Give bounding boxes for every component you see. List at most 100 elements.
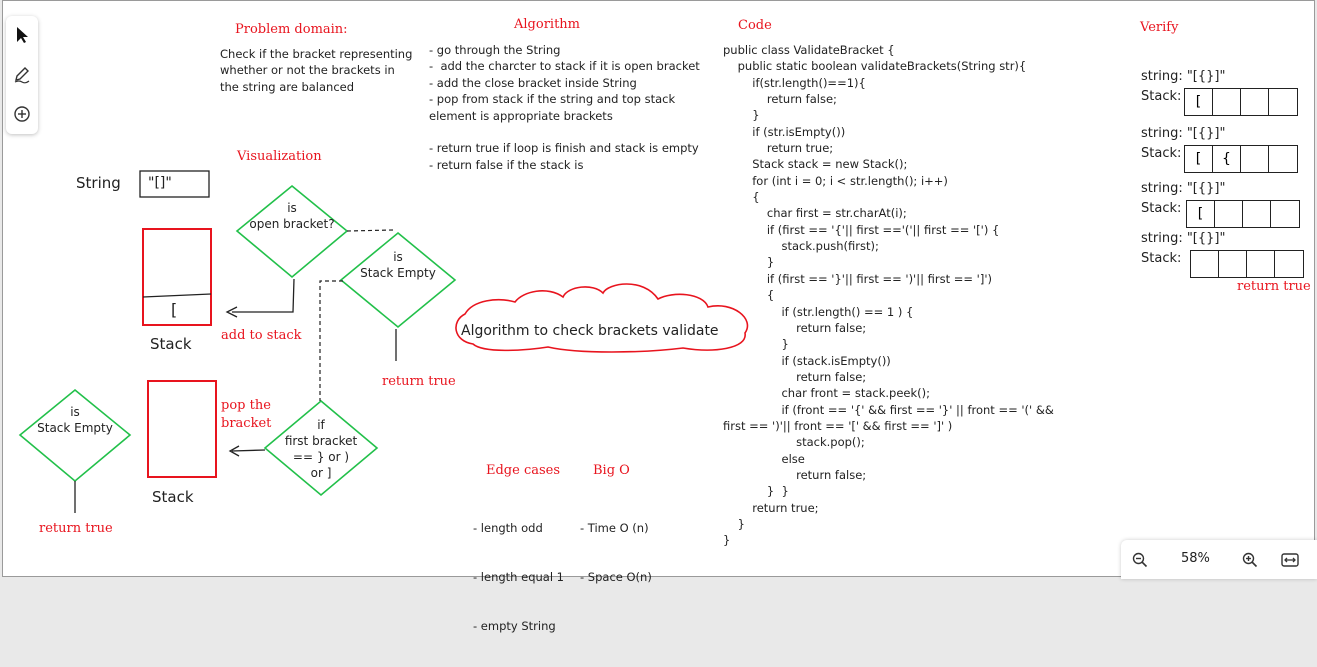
verify-stack-cell [1213, 89, 1241, 115]
stack-label-2: Stack [152, 488, 194, 506]
cursor-icon[interactable] [6, 19, 38, 51]
algorithm-heading: Algorithm [514, 17, 580, 32]
return-true-label-2: return true [39, 521, 113, 536]
arrow-add-to-stack [232, 278, 295, 313]
problem-domain-heading: Problem domain: [235, 22, 348, 37]
visualization-heading: Visualization [237, 149, 322, 164]
code-line: for (int i = 0; i < str.length(); i++) [723, 173, 948, 188]
pop-label-line2: bracket [221, 416, 272, 431]
verify-string-label: string: "[{}]" [1141, 181, 1226, 196]
verify-stack-row [1190, 250, 1304, 278]
verify-stack-cell [1269, 146, 1297, 172]
verify-stack-cell [1243, 201, 1271, 227]
cloud-text: Algorithm to check brackets validate [461, 323, 719, 339]
string-box [139, 170, 210, 198]
whiteboard-canvas[interactable]: Problem domain: Algorithm Code Verify Vi… [2, 0, 1315, 633]
code-line: return false; [723, 369, 867, 384]
verify-stack-cell [1241, 89, 1269, 115]
verify-stack-label: Stack: [1141, 251, 1182, 266]
diamond-open-text: is open bracket? [249, 201, 335, 231]
pop-label-line1: pop the [221, 398, 271, 413]
verify-stack-label: Stack: [1141, 146, 1182, 161]
code-line: return true; [723, 500, 819, 515]
verify-stack-cell [1215, 201, 1243, 227]
fit-width-icon[interactable] [1278, 548, 1302, 572]
code-line: return false; [723, 320, 867, 335]
code-line: } [723, 516, 745, 531]
problem-description: Check if the bracket representing whethe… [220, 47, 413, 94]
verify-stack-cell: { [1213, 146, 1241, 172]
diamond-empty-1-text: is Stack Empty [360, 250, 436, 280]
string-label: String [76, 174, 121, 192]
verify-stack-row: [{ [1184, 145, 1298, 173]
code-line: return false; [723, 467, 867, 482]
verify-stack-row: [ [1184, 88, 1298, 116]
diamond-first-text: if first bracket == } or ) or ] [284, 418, 358, 480]
code-line: first == ')'|| front == '[' && first == … [723, 418, 953, 433]
big-o-item: - Time O (n) [580, 520, 649, 535]
code-line: if (first == '{'|| first =='('|| first =… [723, 222, 1000, 237]
verify-stack-cell [1241, 146, 1269, 172]
verify-string-label: string: "[{}]" [1141, 126, 1226, 141]
return-true-label-1: return true [382, 374, 456, 389]
verify-string-label: string: "[{}]" [1141, 69, 1226, 84]
verify-stack-cell [1269, 89, 1297, 115]
edge-case-item: - empty String [473, 619, 556, 634]
verify-stack-cell [1247, 251, 1275, 277]
code-line: } [723, 108, 760, 123]
code-heading: Code [738, 18, 772, 33]
code-line: stack.push(first); [723, 239, 879, 254]
code-line: char first = str.charAt(i); [723, 206, 907, 221]
verify-stack-row: [ [1186, 200, 1300, 228]
code-line: public static boolean validateBrackets(S… [723, 59, 1027, 74]
code-line: } [723, 255, 775, 270]
code-line: char front = stack.peek(); [723, 386, 930, 401]
stack-label-1: Stack [150, 335, 192, 353]
big-o-heading: Big O [593, 463, 630, 478]
stack-content: [ [171, 300, 178, 319]
code-line: if (str.length() == 1 ) { [723, 304, 914, 319]
code-block: public class ValidateBracket { public st… [723, 42, 1054, 549]
edge-cases-heading: Edge cases [486, 463, 561, 478]
verify-stack-cell: [ [1185, 89, 1213, 115]
code-line: if (stack.isEmpty()) [723, 353, 891, 368]
verify-stack-label: Stack: [1141, 89, 1182, 104]
code-line: stack.pop(); [723, 435, 865, 450]
edge-case-item: - length odd [473, 520, 543, 535]
code-line: { [723, 288, 775, 303]
code-line: if(str.length()==1){ [723, 75, 866, 90]
zoom-out-icon[interactable] [1128, 548, 1152, 572]
verify-heading: Verify [1140, 20, 1179, 35]
diamond-first-bracket [263, 399, 379, 497]
code-line: } [723, 533, 731, 548]
code-line: if (first == '}'|| first == ')'|| first … [723, 271, 992, 286]
code-line: else [723, 451, 805, 466]
code-line: } } [723, 484, 789, 499]
zoom-in-icon[interactable] [1238, 548, 1262, 572]
code-line: return false; [723, 92, 837, 107]
add-circle-icon[interactable] [6, 98, 38, 130]
code-line: Stack stack = new Stack(); [723, 157, 908, 172]
cloud-shape [455, 283, 749, 353]
diamond-stack-empty-1 [339, 231, 457, 329]
zoom-level[interactable]: 58% [1181, 551, 1210, 566]
pen-icon[interactable] [6, 59, 38, 91]
stack-box-2 [147, 380, 217, 478]
verify-string-label: string: "[{}]" [1141, 231, 1226, 246]
code-line: return true; [723, 141, 834, 156]
add-to-stack-label: add to stack [221, 328, 302, 343]
verify-stack-cell: [ [1185, 146, 1213, 172]
code-line: if (str.isEmpty()) [723, 124, 846, 139]
verify-stack-cell [1275, 251, 1303, 277]
verify-stack-label: Stack: [1141, 201, 1182, 216]
verify-stack-cell [1219, 251, 1247, 277]
diamond-empty-2-text: is Stack Empty [37, 405, 113, 435]
arrow-pop [231, 449, 266, 452]
algorithm-steps: - go through the String - add the charct… [429, 43, 700, 172]
code-line: { [723, 190, 760, 205]
verify-result: return true [1237, 279, 1311, 294]
diamond-open-bracket [235, 184, 349, 279]
code-line: } [723, 337, 789, 352]
stack-box-1 [142, 228, 212, 326]
code-line: public class ValidateBracket { [723, 43, 895, 57]
